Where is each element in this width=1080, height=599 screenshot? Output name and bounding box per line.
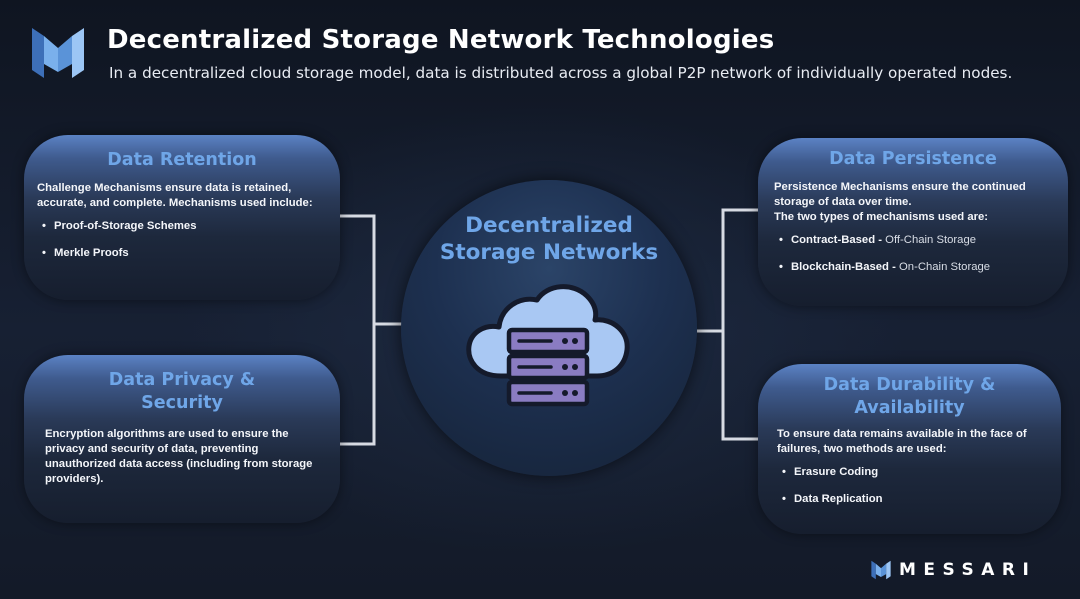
data-durability-title-line1: Data Durability & — [823, 375, 996, 395]
right-connector — [697, 208, 758, 441]
page-title: Decentralized Storage Network Technologi… — [107, 25, 775, 55]
messari-logo-icon — [32, 28, 84, 78]
data-privacy-title: Data Privacy & Security — [24, 369, 340, 415]
bullet-icon: • — [42, 247, 46, 259]
bullet-icon: • — [782, 466, 786, 478]
data-privacy-title-line1: Data Privacy & — [108, 370, 256, 390]
list-item: • Merkle Proofs — [37, 246, 329, 261]
data-durability-card: Data Durability & Availability To ensure… — [758, 364, 1061, 534]
page-subtitle: In a decentralized cloud storage model, … — [109, 64, 1013, 82]
messari-mark-icon — [871, 560, 891, 580]
list-item-label: Data Replication — [794, 493, 883, 505]
list-item-label: Contract-Based — [791, 234, 876, 246]
list-item: •Contract-Based - Off-Chain Storage — [779, 234, 977, 246]
data-persistence-text-2: The two types of mechanisms used are: — [774, 211, 989, 223]
list-item-detail: Off-Chain Storage — [885, 234, 977, 246]
data-durability-text: To ensure data remains available in the … — [777, 428, 1027, 455]
list-item-label: Proof-of-Storage Schemes — [54, 220, 197, 232]
bullet-icon: • — [42, 220, 46, 232]
left-connector — [340, 214, 402, 446]
bullet-icon: • — [782, 493, 786, 505]
data-retention-card: Data Retention Challenge Mechanisms ensu… — [24, 135, 340, 300]
data-privacy-title-line2: Security — [141, 393, 223, 413]
hub-title-line1: Decentralized — [465, 213, 633, 238]
bullet-icon: • — [779, 261, 783, 273]
data-privacy-card: Data Privacy & Security Encryption algor… — [24, 355, 340, 523]
list-item-detail: On-Chain Storage — [899, 261, 991, 273]
list-item: • Proof-of-Storage Schemes — [37, 219, 329, 234]
data-persistence-body: Persistence Mechanisms ensure the contin… — [774, 180, 1059, 287]
data-durability-title-line2: Availability — [854, 398, 965, 418]
list-item-label: Erasure Coding — [794, 466, 879, 478]
data-persistence-text: Persistence Mechanisms ensure the contin… — [774, 181, 1026, 208]
hub-title-line2: Storage Networks — [439, 240, 659, 265]
list-item-label: Blockchain-Based — [791, 261, 889, 273]
hub-title: Decentralized Storage Networks — [401, 212, 697, 266]
data-retention-title: Data Retention — [107, 150, 257, 170]
bullet-icon: • — [779, 234, 783, 246]
central-hub: Decentralized Storage Networks — [401, 180, 697, 476]
brand-wordmark: MESSARI — [899, 560, 1037, 580]
data-retention-text: Challenge Mechanisms ensure data is reta… — [37, 182, 313, 209]
list-item: • Erasure Coding — [777, 465, 1053, 480]
list-item: • Data Replication — [777, 492, 1053, 507]
messari-brand: MESSARI — [870, 559, 1036, 581]
data-retention-body: Challenge Mechanisms ensure data is reta… — [37, 181, 329, 273]
cloud-server-icon — [466, 284, 630, 407]
data-durability-body: To ensure data remains available in the … — [777, 427, 1053, 519]
data-privacy-body: Encryption algorithms are used to ensure… — [45, 428, 313, 485]
list-item-label: Merkle Proofs — [54, 247, 129, 259]
list-item: •Blockchain-Based - On-Chain Storage — [779, 261, 991, 273]
data-persistence-title: Data Persistence — [829, 149, 997, 169]
data-persistence-card: Data Persistence Persistence Mechanisms … — [758, 138, 1068, 306]
data-durability-title: Data Durability & Availability — [758, 374, 1061, 420]
